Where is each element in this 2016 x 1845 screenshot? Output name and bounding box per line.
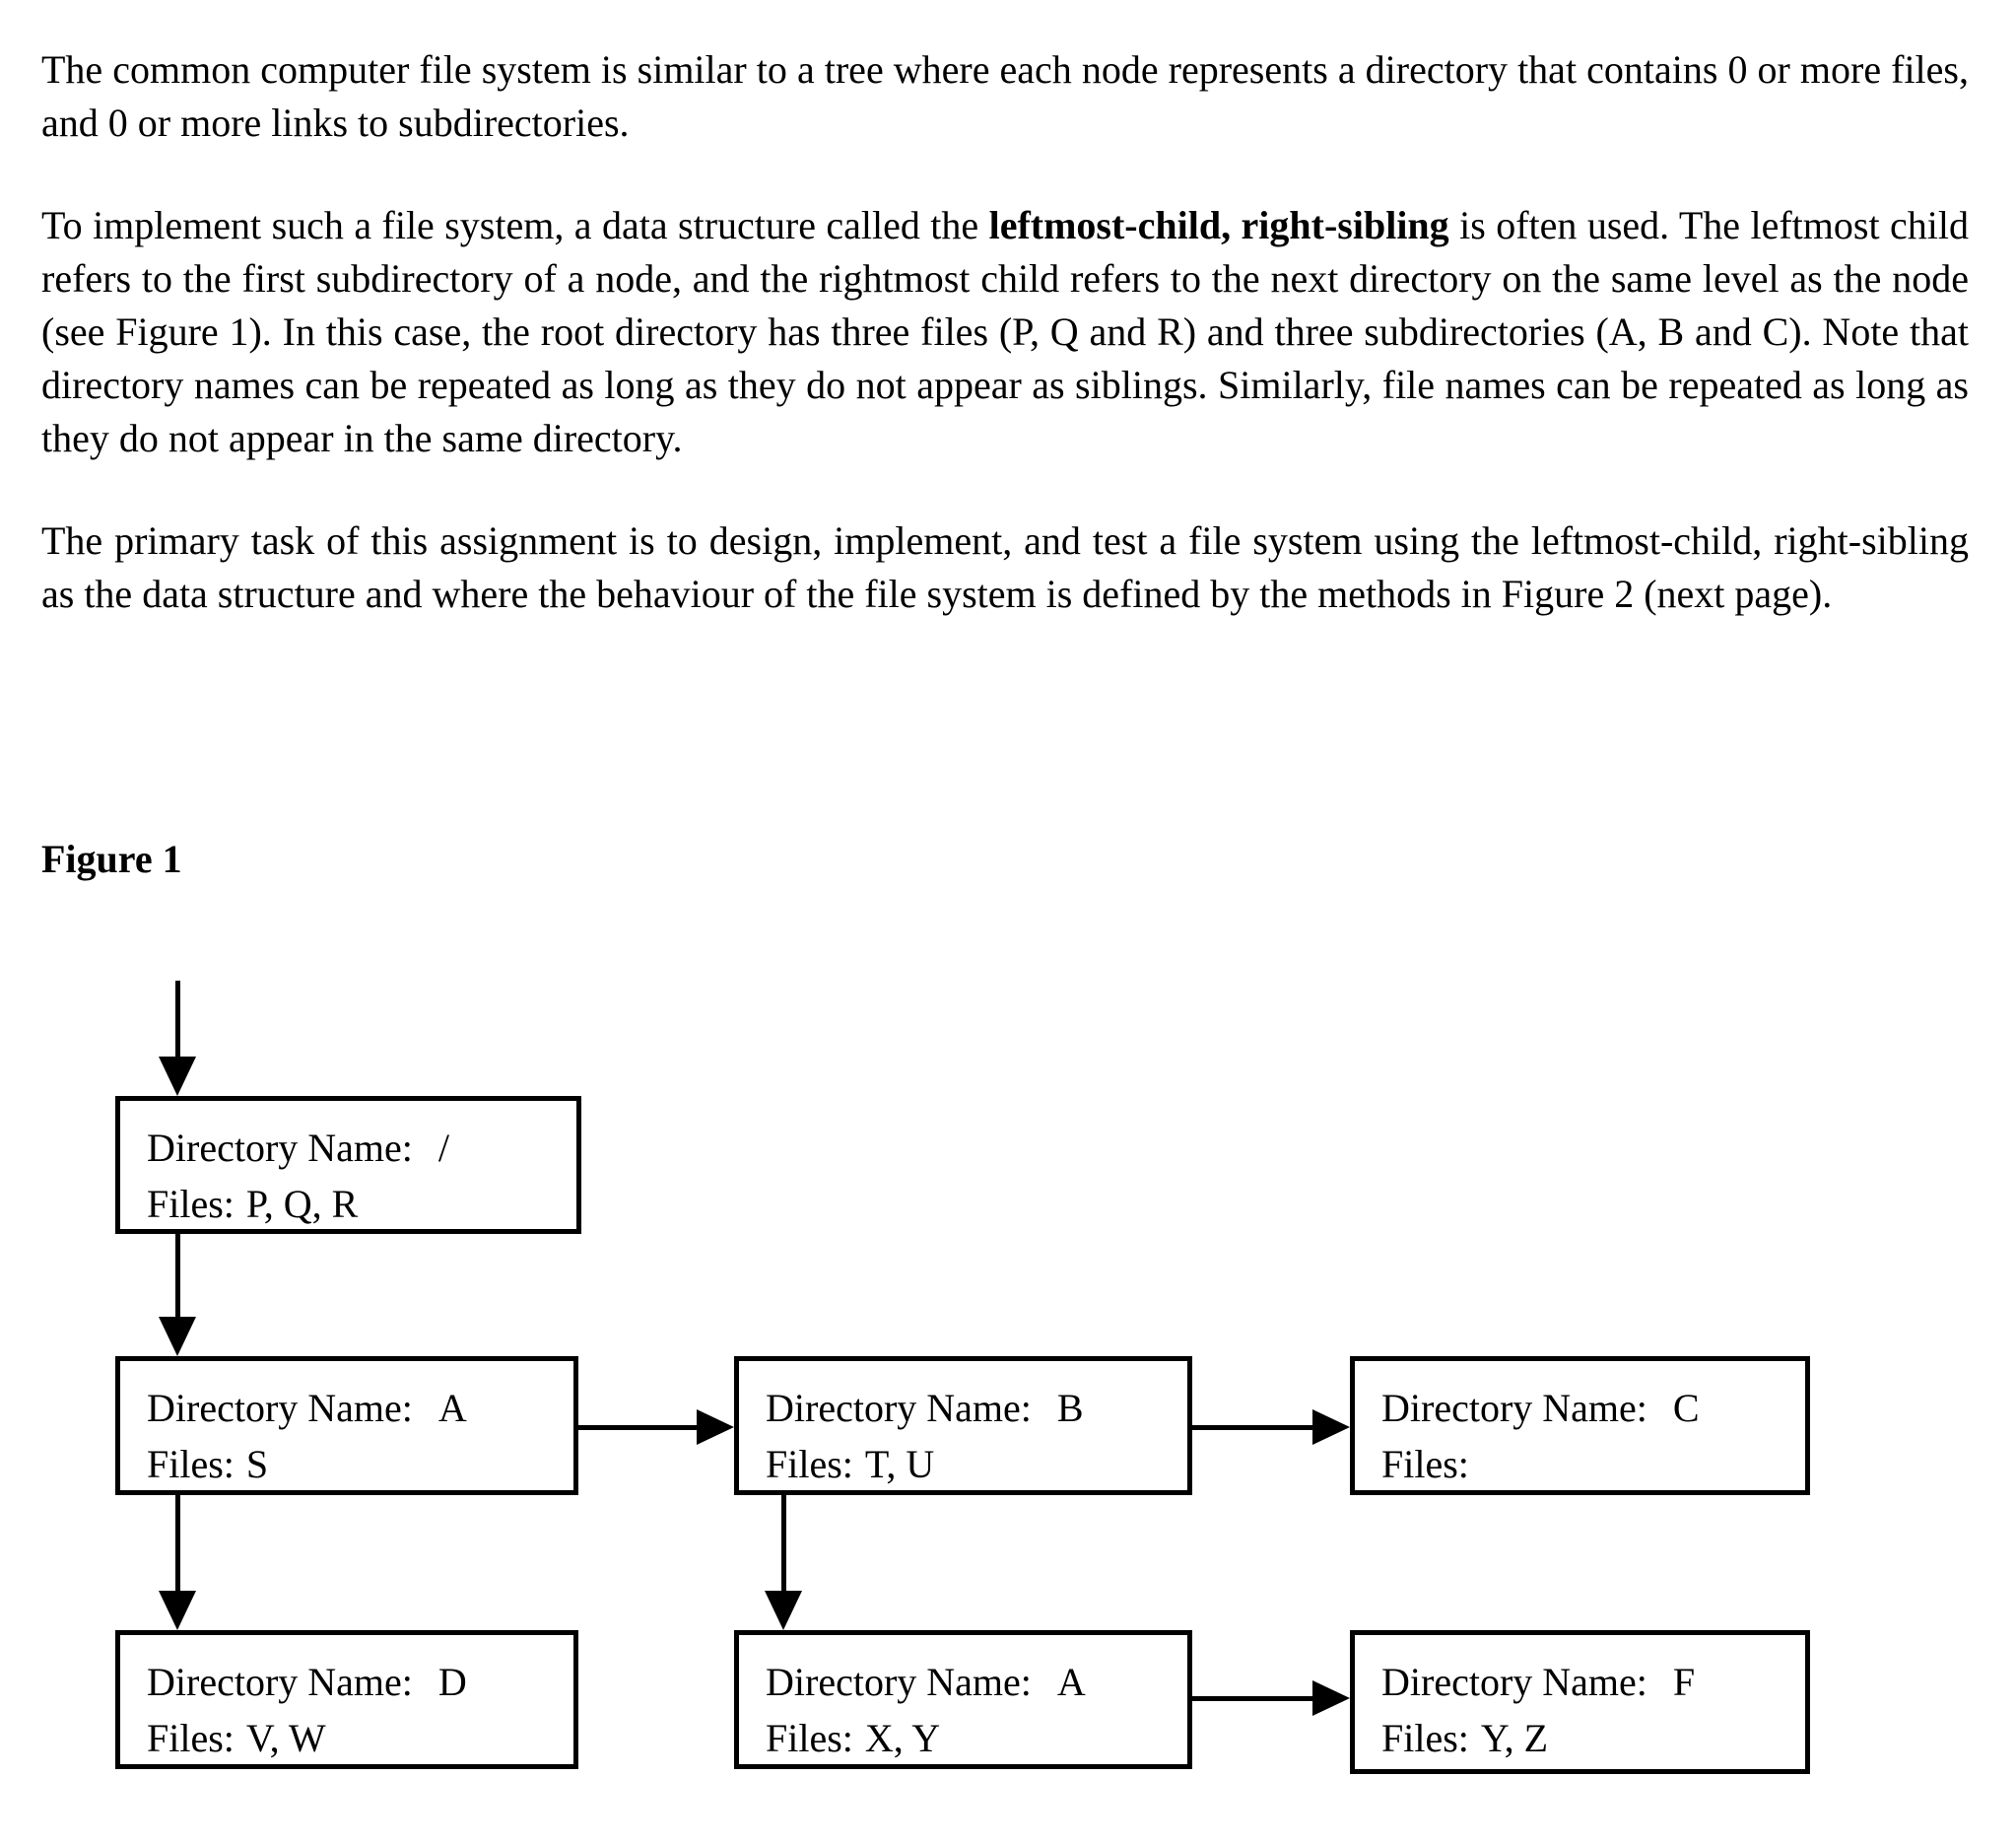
files-label: Files: [1381, 1442, 1469, 1486]
dir-name-line: Directory Name: D [147, 1654, 573, 1710]
arrowhead-right-icon [1312, 1409, 1350, 1445]
files-line: Files:V, W [147, 1710, 573, 1766]
paragraph-2-text-before: To implement such a file system, a data … [41, 203, 989, 247]
dir-name-value: A [1056, 1660, 1086, 1704]
dir-node-root: Directory Name: / Files:P, Q, R [115, 1096, 581, 1234]
dir-node-b: Directory Name: B Files:T, U [734, 1356, 1192, 1495]
dir-name-value: C [1672, 1386, 1700, 1430]
body-text: The common computer file system is simil… [41, 43, 1969, 670]
arrow-line [175, 981, 180, 1063]
paragraph-1-text: The common computer file system is simil… [41, 47, 1969, 145]
arrow-line [1192, 1696, 1316, 1701]
paragraph-3-text: The primary task of this assignment is t… [41, 518, 1969, 616]
files-line: Files:X, Y [766, 1710, 1187, 1766]
dir-name-label: Directory Name: [766, 1660, 1032, 1704]
arrow-line [175, 1234, 180, 1319]
arrowhead-down-icon [765, 1591, 802, 1630]
arrow-line [175, 1495, 180, 1594]
files-label: Files: [147, 1716, 235, 1760]
files-line: Files:Y, Z [1381, 1710, 1805, 1766]
dir-node-d: Directory Name: D Files:V, W [115, 1630, 578, 1769]
dir-name-line: Directory Name: B [766, 1380, 1187, 1436]
paragraph-2-bold-term: leftmost-child, right-sibling [988, 203, 1449, 247]
dir-name-label: Directory Name: [766, 1386, 1032, 1430]
dir-name-label: Directory Name: [147, 1660, 413, 1704]
arrow-line [578, 1425, 701, 1430]
figure-1-caption: Figure 1 [41, 837, 182, 881]
dir-name-value: A [437, 1386, 467, 1430]
files-line: Files:T, U [766, 1436, 1187, 1492]
dir-name-line: Directory Name: F [1381, 1654, 1805, 1710]
files-label: Files: [147, 1182, 235, 1226]
dir-name-line: Directory Name: A [147, 1380, 573, 1436]
dir-node-a2: Directory Name: A Files:X, Y [734, 1630, 1192, 1769]
dir-name-label: Directory Name: [147, 1126, 413, 1170]
files-value: S [245, 1442, 269, 1486]
files-value: T, U [864, 1442, 935, 1486]
arrow-line [1192, 1425, 1316, 1430]
arrowhead-right-icon [697, 1409, 734, 1445]
dir-name-line: Directory Name: C [1381, 1380, 1805, 1436]
paragraph-1: The common computer file system is simil… [41, 43, 1969, 150]
files-line: Files:S [147, 1436, 573, 1492]
arrowhead-down-icon [159, 1057, 196, 1096]
arrowhead-down-icon [159, 1591, 196, 1630]
dir-name-value: B [1056, 1386, 1084, 1430]
dir-name-label: Directory Name: [1381, 1660, 1647, 1704]
dir-name-value: F [1672, 1660, 1696, 1704]
files-label: Files: [766, 1716, 853, 1760]
dir-name-value: / [437, 1126, 450, 1170]
dir-name-label: Directory Name: [1381, 1386, 1647, 1430]
dir-name-line: Directory Name: A [766, 1654, 1187, 1710]
arrow-line [781, 1495, 786, 1594]
arrowhead-down-icon [159, 1317, 196, 1356]
paragraph-3: The primary task of this assignment is t… [41, 514, 1969, 621]
arrowhead-right-icon [1312, 1680, 1350, 1716]
dir-node-f: Directory Name: F Files:Y, Z [1350, 1630, 1810, 1774]
files-value: P, Q, R [245, 1182, 359, 1226]
files-value: X, Y [864, 1716, 941, 1760]
files-label: Files: [147, 1442, 235, 1486]
dir-node-a: Directory Name: A Files:S [115, 1356, 578, 1495]
dir-name-value: D [437, 1660, 467, 1704]
paragraph-2-text-after: is often used. The leftmost child refers… [41, 203, 1969, 460]
dir-name-label: Directory Name: [147, 1386, 413, 1430]
dir-node-c: Directory Name: C Files: [1350, 1356, 1810, 1495]
dir-name-line: Directory Name: / [147, 1120, 576, 1176]
files-label: Files: [1381, 1716, 1469, 1760]
files-line: Files:P, Q, R [147, 1176, 576, 1232]
files-label: Files: [766, 1442, 853, 1486]
paragraph-2: To implement such a file system, a data … [41, 199, 1969, 465]
files-value: Y, Z [1480, 1716, 1549, 1760]
files-line: Files: [1381, 1436, 1805, 1492]
files-value: V, W [245, 1716, 326, 1760]
